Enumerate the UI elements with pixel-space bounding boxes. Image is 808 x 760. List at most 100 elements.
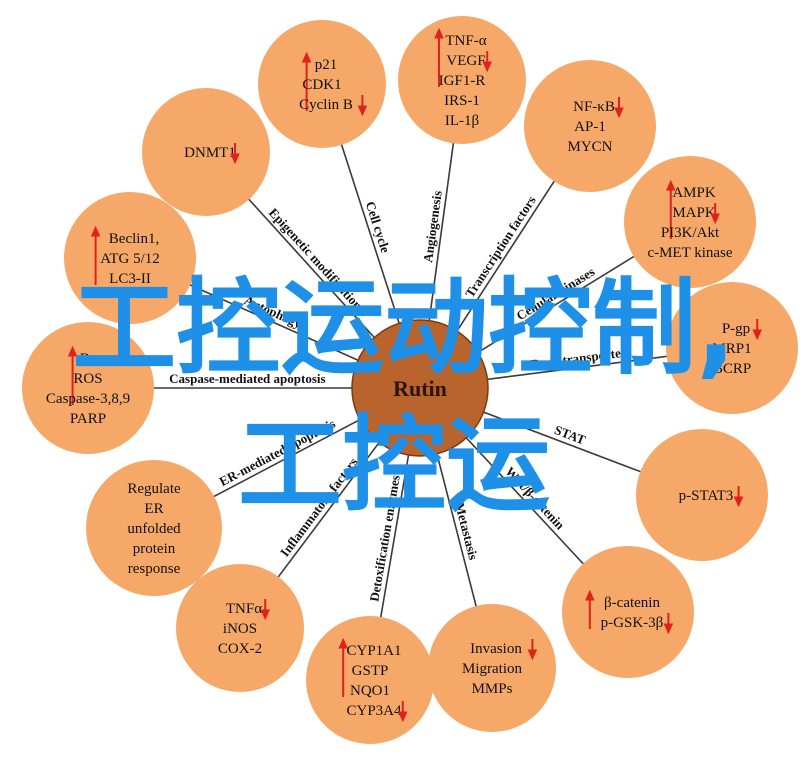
node-line: GSTP [352, 663, 389, 679]
node-line: Migration [462, 661, 522, 677]
node-line: NF-κB [573, 99, 615, 115]
node-line: PARP [70, 411, 106, 427]
node-line: COX-2 [218, 641, 262, 657]
node-line: unfolded [127, 521, 181, 537]
arrow-up-icon [666, 179, 676, 239]
node-line: TNF-α [445, 33, 486, 49]
node-line: protein [133, 541, 176, 557]
node-line: MRP1 [712, 341, 751, 357]
node-line: PI3K/Akt [661, 225, 720, 241]
arrow-down-icon [710, 203, 720, 225]
node-circle [176, 564, 304, 692]
node-circle [524, 60, 656, 192]
node-kinases: AMPK MAPK PI3K/Akt c-MET kinase [624, 156, 756, 288]
arrow-down-icon [527, 639, 538, 661]
arrow-up-icon [338, 637, 348, 697]
node-line: CYP3A4 [346, 703, 402, 719]
node-line: VEGF [446, 53, 485, 69]
node-line: NQO1 [350, 683, 390, 699]
spoke-label-er-apoptosis: ER-mediated apoptosis [217, 416, 338, 489]
node-line: Regulate [127, 481, 181, 497]
node-line: LC3-II [109, 271, 151, 287]
node-line: ER [144, 501, 163, 517]
node-circle [64, 192, 196, 324]
hub-circle [351, 319, 489, 457]
node-circle [624, 156, 756, 288]
arrow-up-icon [585, 589, 595, 629]
node-circle [258, 20, 386, 148]
node-line: ATG 5/12 [100, 251, 160, 267]
node-line: AMPK [672, 185, 716, 201]
node-circle [306, 616, 434, 744]
spoke-label-inflammatory: Inflammatory factors [277, 455, 361, 560]
spoke-label-detox: Detoxification enzymes [366, 474, 402, 603]
arrow-up-icon [301, 51, 312, 111]
node-line: DNMT1 [184, 145, 236, 161]
spoke-label-stat: STAT [552, 422, 588, 448]
hub-label: Rutin [393, 376, 447, 401]
node-line: AP-1 [574, 119, 606, 135]
node-line: IRS-1 [444, 93, 480, 109]
spoke-label-transcription: Transcription factors [462, 193, 539, 300]
node-line: response [128, 561, 181, 577]
arrow-down-icon [752, 319, 762, 341]
node-epigenetic: DNMT1 [142, 88, 270, 216]
node-circle [636, 429, 768, 561]
arrow-down-icon [733, 486, 744, 508]
node-line: p-GSK-3β [601, 615, 664, 631]
node-line: Beclin1, [109, 231, 159, 247]
node-circle [562, 546, 694, 678]
node-inflammatory: TNFα iNOS COX-2 [176, 564, 304, 692]
node-line: p21 [315, 57, 338, 73]
arrow-up-icon [434, 27, 444, 87]
node-line: CYP1A1 [346, 643, 401, 659]
hub: Rutin [351, 319, 489, 457]
node-circle [22, 322, 154, 454]
arrow-down-icon [482, 51, 492, 73]
node-line: P-gp [722, 321, 750, 337]
node-line: CDK1 [302, 77, 341, 93]
node-line: IGF1-R [439, 73, 486, 89]
spoke-label-wnt: Wnt/β-catenin [502, 464, 568, 533]
arrow-down-icon [614, 97, 624, 119]
node-stat: p-STAT3 [636, 429, 768, 561]
node-circle [142, 88, 270, 216]
node-line: MAPK [672, 205, 716, 221]
spoke-label-mito-apoptosis: Caspase-mediated apoptosis [169, 371, 325, 386]
arrow-down-icon [398, 701, 408, 723]
node-line: MMPs [472, 681, 513, 697]
node-circle [666, 282, 798, 414]
spoke-label-angiogenesis: Angiogenesis [420, 190, 445, 264]
node-line: Bax [80, 351, 105, 367]
node-line: c-MET kinase [647, 245, 732, 261]
arrow-up-icon [90, 225, 101, 285]
arrow-down-icon [663, 613, 674, 635]
node-line: Cyclin B [299, 97, 353, 113]
node-line: Invasion [470, 641, 522, 657]
arrow-down-icon [260, 599, 270, 621]
node-circle [86, 460, 222, 596]
arrow-down-icon [230, 143, 240, 165]
node-circle [398, 16, 526, 144]
node-line: IL-1β [445, 113, 479, 129]
spoke-label-kinases: Cellular kinases [514, 264, 598, 323]
node-circle [428, 604, 556, 732]
node-line: MYCN [567, 139, 612, 155]
node-line: BCRP [713, 361, 751, 377]
node-line: iNOS [223, 621, 257, 637]
node-line: TNFα [226, 601, 262, 617]
node-line: p-STAT3 [679, 488, 734, 504]
arrow-up-icon [67, 345, 78, 405]
